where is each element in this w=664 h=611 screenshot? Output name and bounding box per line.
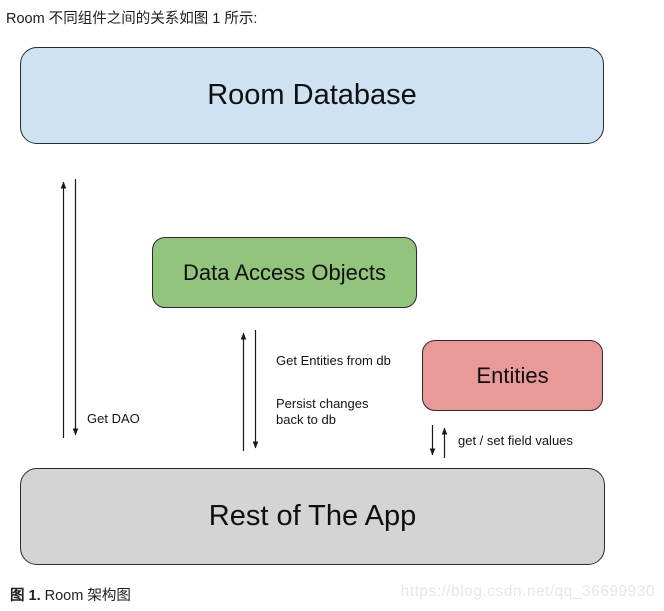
rest-of-the-app-label: Rest of The App — [208, 500, 417, 532]
data-access-objects-box: Data Access Objects — [152, 237, 417, 308]
get-entities-from-db-label: Get Entities from db — [276, 353, 391, 368]
persist-changes-label: Persist changes back to db — [276, 396, 369, 427]
entities-box: Entities — [422, 340, 603, 411]
room-database-box: Room Database — [20, 47, 604, 144]
room-database-label: Room Database — [207, 79, 417, 111]
intro-text: Room 不同组件之间的关系如图 1 所示: — [6, 11, 258, 27]
rest-of-the-app-box: Rest of The App — [20, 468, 605, 565]
data-access-objects-label: Data Access Objects — [183, 259, 386, 285]
figure-caption-number: 图 1. — [10, 588, 41, 604]
csdn-watermark: https://blog.csdn.net/qq_36699930 — [400, 583, 655, 600]
get-dao-label: Get DAO — [87, 411, 140, 426]
figure-caption: 图 1.Room 架构图 — [10, 584, 131, 605]
figure-caption-text: Room 架构图 — [44, 588, 131, 604]
entities-label: Entities — [476, 362, 549, 388]
get-set-field-values-label: get / set field values — [458, 433, 573, 448]
